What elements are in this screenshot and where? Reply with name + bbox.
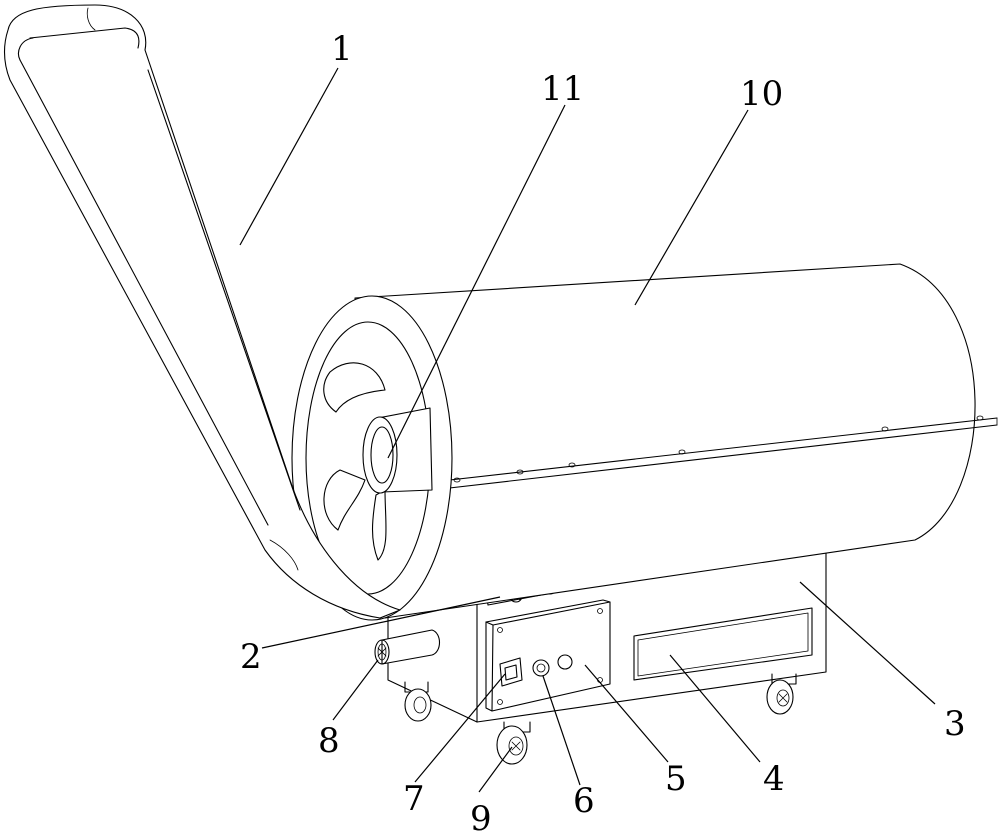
main-cylinder [354,263,998,619]
rail-bolts [453,415,984,483]
indicator-knob [557,654,573,670]
label-4: 4 [763,759,785,799]
label-8: 8 [318,721,340,761]
reference-numbers: 1 11 10 2 3 4 5 6 7 8 9 [240,29,966,837]
label-7: 7 [403,779,425,819]
wheel-rear-left [404,681,432,722]
label-6: 6 [573,781,595,821]
label-1: 1 [331,29,353,69]
control-knob [532,659,550,677]
label-3: 3 [944,704,966,744]
label-2: 2 [240,637,262,677]
label-9: 9 [470,799,492,837]
wheel-right [766,673,797,715]
leader-lines [239,67,936,793]
handle [3,4,401,619]
label-11: 11 [541,69,584,109]
fan-end [291,295,453,621]
display-panel [633,607,813,681]
label-5: 5 [665,759,687,799]
label-10: 10 [740,74,783,114]
wheel-front-left [496,721,531,765]
inlet-pipe [374,629,441,665]
